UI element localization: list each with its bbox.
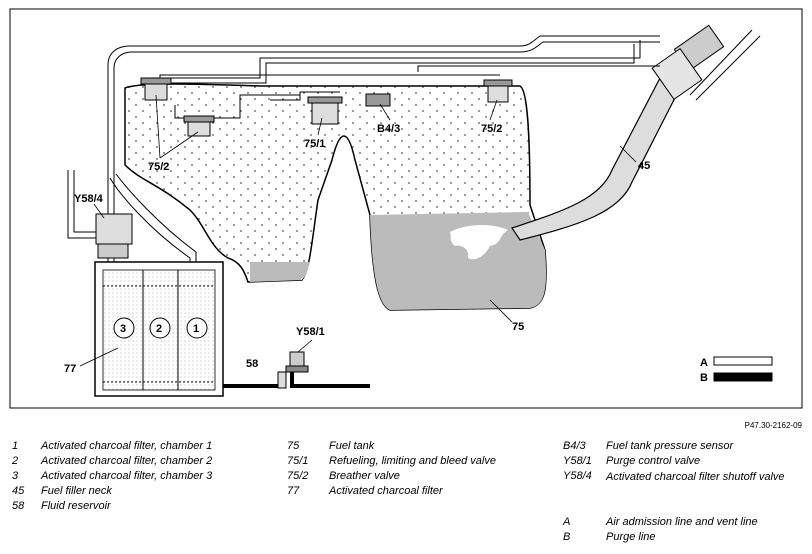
chamber-3-marker (113, 317, 135, 339)
key-swatch-b (713, 372, 773, 382)
vent-lines (107, 35, 660, 275)
label-chamber-2: 2 (156, 323, 162, 335)
breather-valve-left-bottom (183, 115, 215, 137)
callout-58: 58 (246, 358, 258, 370)
figure-reference: P47.30-2162-09 (744, 421, 802, 430)
chamber-1-marker (186, 317, 208, 339)
charcoal-filter (94, 261, 224, 397)
callout-45: 45 (638, 160, 650, 172)
chamber-2-marker (149, 317, 171, 339)
breather-valve-right (483, 79, 513, 103)
shutoff-valve (67, 170, 133, 259)
purge-line (223, 372, 370, 388)
fuel-evaporation-diagram: Y58/4 75/2 75/1 B4/3 75/2 45 3 2 1 77 Y5… (9, 8, 803, 409)
callout-75-2-right: 75/2 (481, 123, 502, 135)
pressure-sensor (365, 93, 391, 107)
key-swatch-a (713, 356, 773, 366)
fuel-level-right (370, 212, 547, 310)
key-label-b: B (700, 372, 708, 384)
callout-75: 75 (512, 321, 524, 333)
purge-control-valve (285, 351, 309, 373)
callout-75-1: 75/1 (304, 138, 325, 150)
callout-75-2-left: 75/2 (148, 161, 169, 173)
callout-b4-3: B4/3 (377, 123, 400, 135)
fuel-splash (450, 225, 508, 260)
callout-77: 77 (64, 363, 76, 375)
leader-lines (79, 94, 637, 367)
callout-y58-1: Y58/1 (296, 326, 325, 338)
refueling-valve (307, 96, 343, 125)
label-chamber-3: 3 (120, 323, 126, 335)
key-label-a: A (700, 357, 708, 369)
callout-y58-4: Y58/4 (74, 193, 104, 205)
fluid-reservoir (277, 371, 287, 389)
fuel-level-left (250, 262, 310, 282)
breather-valve-left-top (140, 77, 172, 101)
label-chamber-1: 1 (193, 323, 199, 335)
filler-head (651, 47, 703, 101)
